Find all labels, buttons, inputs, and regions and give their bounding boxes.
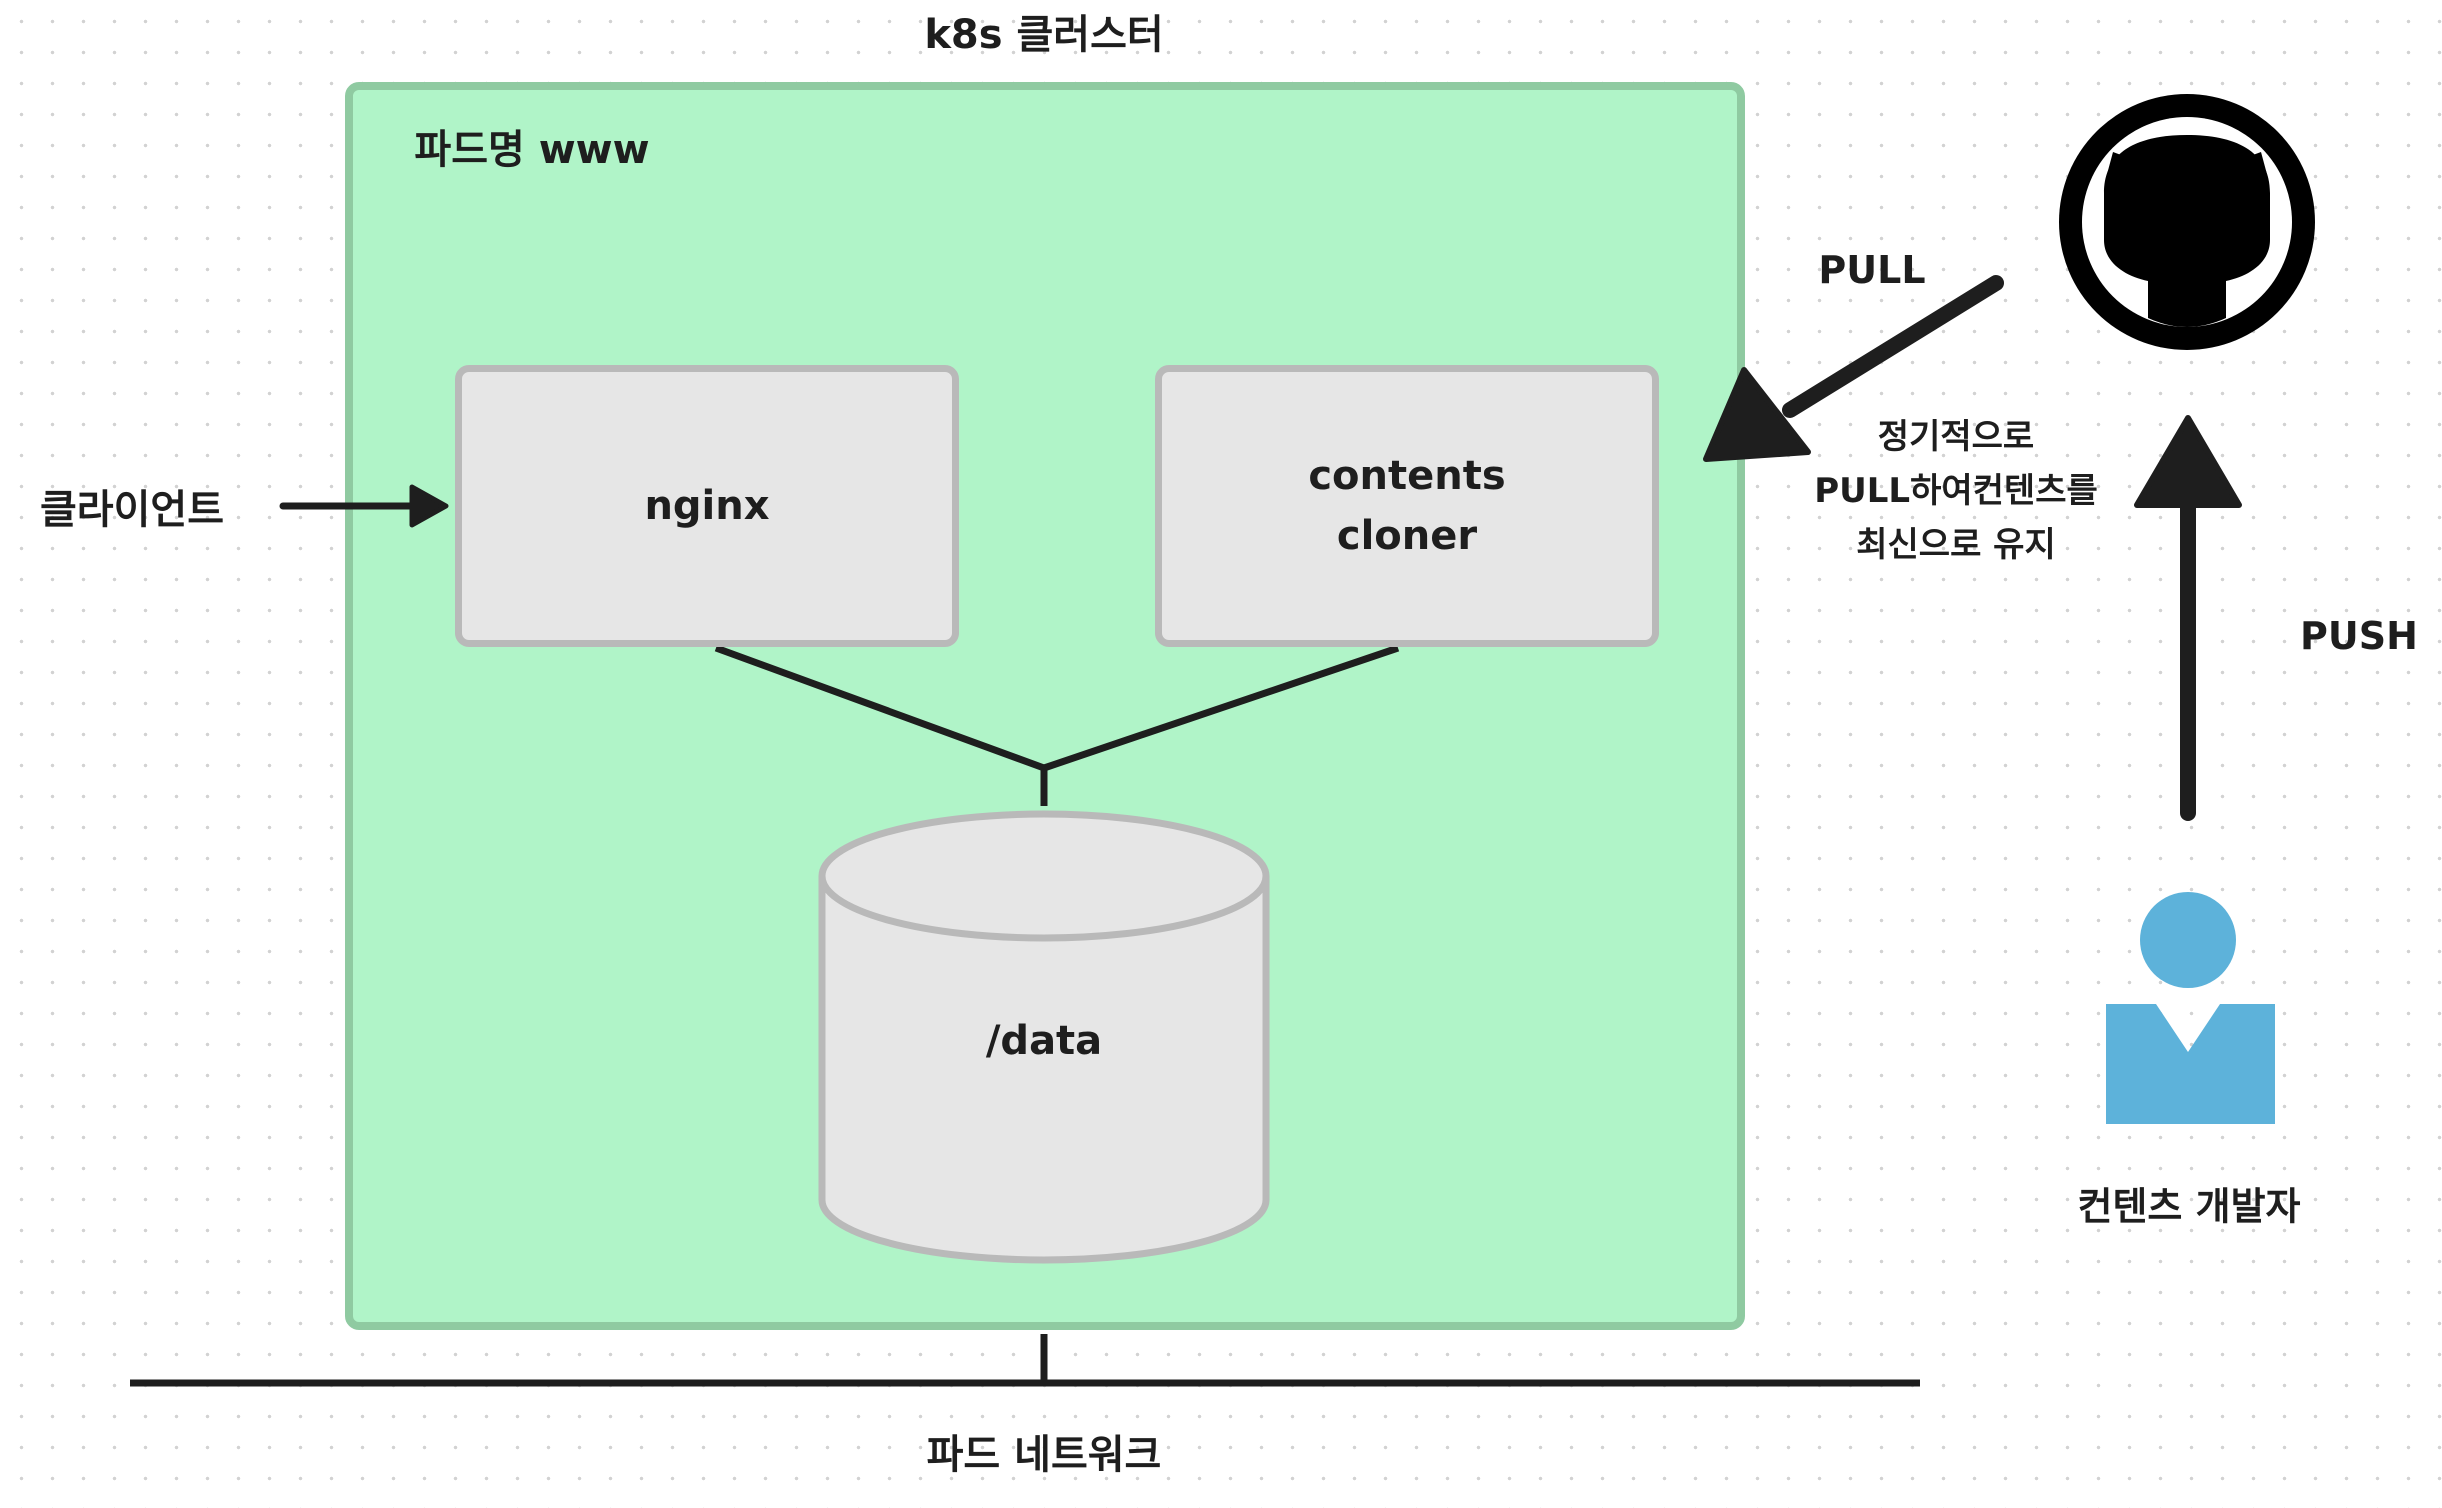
pull-note-line-3: 최신으로 유지 bbox=[1856, 525, 2056, 565]
pod-name-label: 파드명 www bbox=[414, 127, 650, 173]
github-icon bbox=[2059, 94, 2315, 350]
pull-arrow-line bbox=[1782, 275, 2004, 418]
client-arrow-head bbox=[409, 484, 449, 528]
client-label: 클라이언트 bbox=[40, 487, 224, 533]
data-volume-label: /data bbox=[985, 1018, 1103, 1064]
user-icon bbox=[2106, 892, 2275, 1124]
nginx-container-box: nginx bbox=[455, 365, 959, 647]
developer-label: 컨텐츠 개발자 bbox=[2077, 1184, 2301, 1229]
pull-note-line-1: 정기적으로 bbox=[1877, 417, 2035, 457]
nginx-label: nginx bbox=[644, 483, 770, 529]
data-volume-cylinder bbox=[818, 810, 1270, 1264]
cloner-label-line-1: contents bbox=[1308, 453, 1506, 499]
nginx-to-data-connector bbox=[714, 644, 1048, 806]
pull-arrow-head bbox=[1703, 367, 1811, 462]
cluster-title: k8s 클러스터 bbox=[924, 12, 1164, 58]
pod-network-label: 파드 네트워크 bbox=[926, 1432, 1162, 1478]
push-arrow-head bbox=[2134, 415, 2242, 508]
cloner-label-line-2: cloner bbox=[1336, 513, 1478, 559]
pull-label: PULL bbox=[1818, 248, 1926, 292]
cloner-to-data-connector bbox=[1042, 644, 1400, 772]
pull-note-line-2: PULL하여컨텐츠를 bbox=[1814, 471, 2098, 511]
push-label: PUSH bbox=[2300, 614, 2418, 658]
contents-cloner-box: contents cloner bbox=[1155, 365, 1659, 647]
pull-note: 정기적으로 PULL하여컨텐츠를 최신으로 유지 bbox=[1814, 410, 2098, 572]
